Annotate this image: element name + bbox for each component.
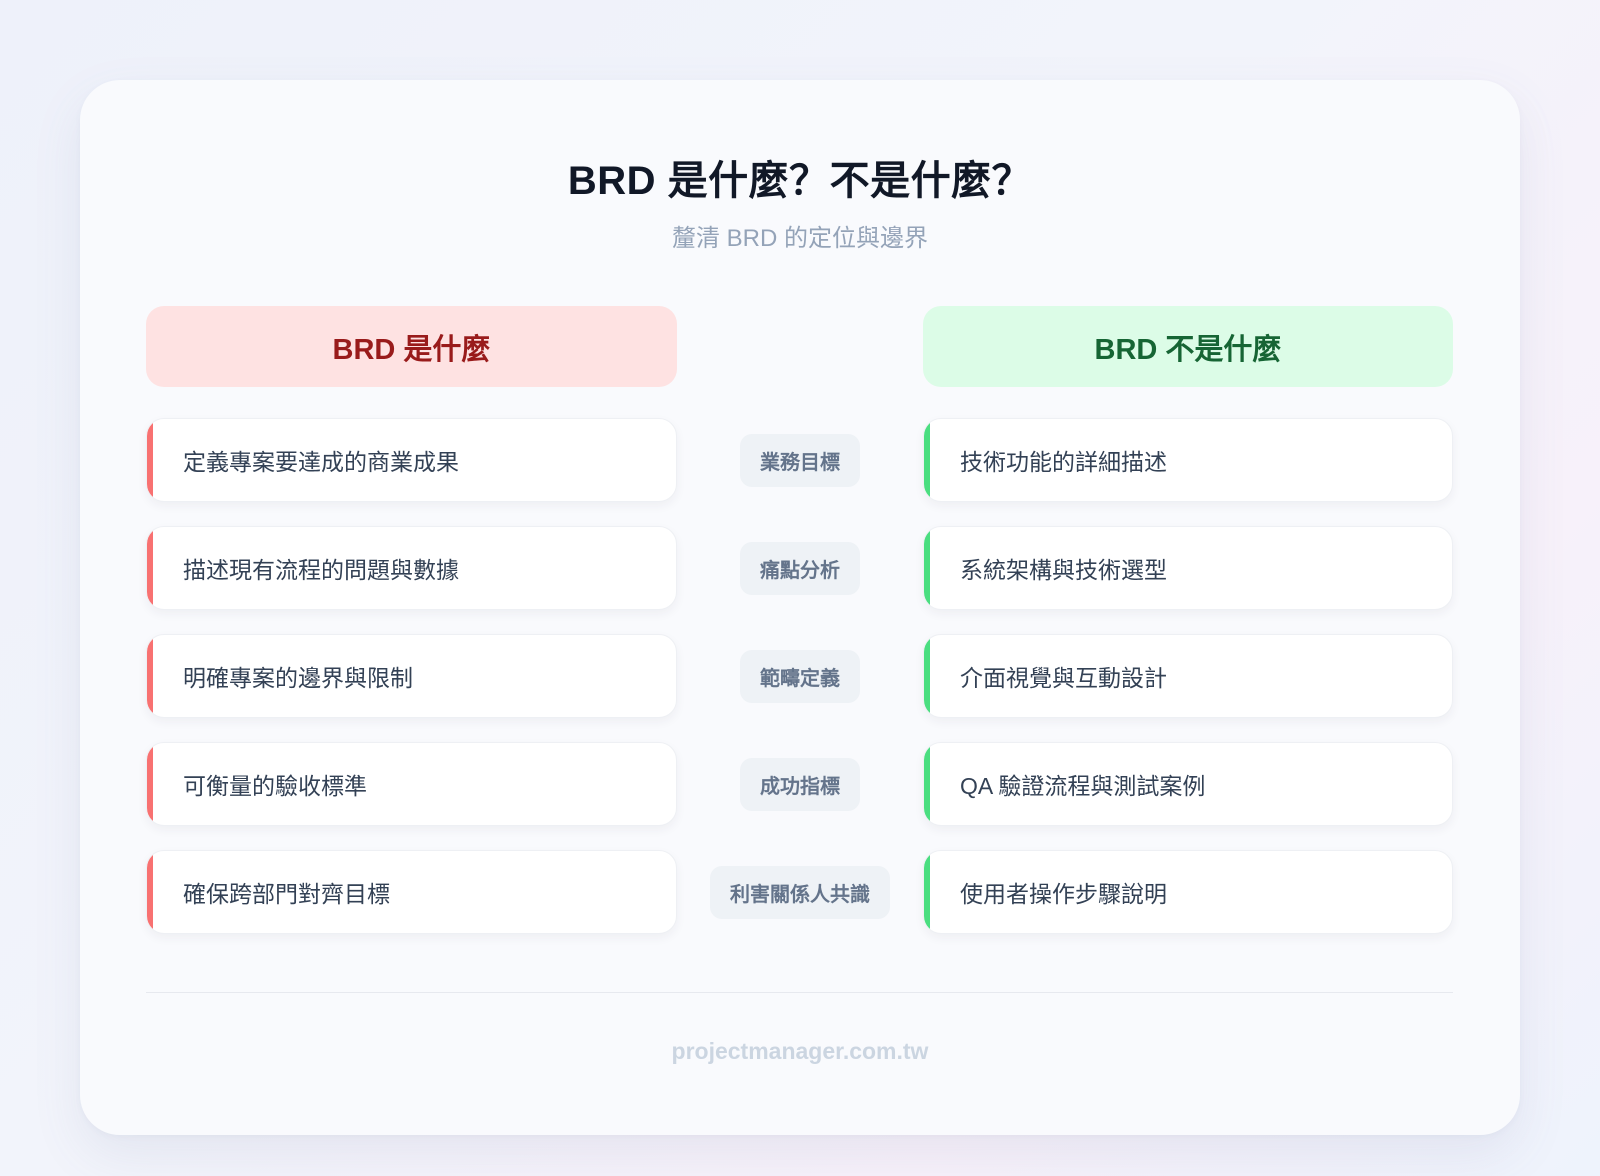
category-badge-wrap: 利害關係人共識 <box>677 850 923 934</box>
column-header-not: BRD 不是什麼 <box>923 306 1453 387</box>
is-item: 描述現有流程的問題與數據 <box>146 526 677 610</box>
is-item-text: 確保跨部門對齊目標 <box>183 881 390 907</box>
not-item-text: 使用者操作步驟說明 <box>960 881 1167 907</box>
category-badge: 範疇定義 <box>740 649 860 703</box>
category-badge-wrap: 痛點分析 <box>677 526 923 610</box>
not-item: 系統架構與技術選型 <box>923 526 1453 610</box>
is-item: 定義專案要達成的商業成果 <box>146 418 677 502</box>
category-badge-wrap: 成功指標 <box>677 742 923 826</box>
category-badge-wrap: 範疇定義 <box>677 634 923 718</box>
category-badge: 利害關係人共識 <box>710 865 890 919</box>
column-header-is: BRD 是什麼 <box>146 306 677 387</box>
page-title: BRD 是什麼？不是什麼？ <box>567 159 1033 203</box>
is-item-text: 描述現有流程的問題與數據 <box>183 557 459 583</box>
not-item: QA 驗證流程與測試案例 <box>923 742 1453 826</box>
page-subtitle: 釐清 BRD 的定位與邊界 <box>671 225 928 252</box>
is-item-text: 可衡量的驗收標準 <box>183 773 367 799</box>
not-item: 介面視覺與互動設計 <box>923 634 1453 718</box>
not-item: 技術功能的詳細描述 <box>923 418 1453 502</box>
not-item-text: 技術功能的詳細描述 <box>960 449 1167 475</box>
not-item-text: QA 驗證流程與測試案例 <box>960 773 1206 799</box>
is-item: 可衡量的驗收標準 <box>146 742 677 826</box>
is-item-text: 明確專案的邊界與限制 <box>183 665 413 691</box>
category-badge-wrap: 業務目標 <box>677 418 923 502</box>
is-item-text: 定義專案要達成的商業成果 <box>183 449 459 475</box>
is-item: 明確專案的邊界與限制 <box>146 634 677 718</box>
not-item-text: 介面視覺與互動設計 <box>960 665 1167 691</box>
category-badge: 成功指標 <box>740 757 860 811</box>
footer-site-link[interactable]: projectmanager.com.tw <box>671 1038 929 1064</box>
not-item-text: 系統架構與技術選型 <box>960 557 1167 583</box>
footer-divider <box>146 992 1453 993</box>
is-item: 確保跨部門對齊目標 <box>146 850 677 934</box>
category-badge: 業務目標 <box>740 433 860 487</box>
category-badge: 痛點分析 <box>740 541 860 595</box>
not-item: 使用者操作步驟說明 <box>923 850 1453 934</box>
